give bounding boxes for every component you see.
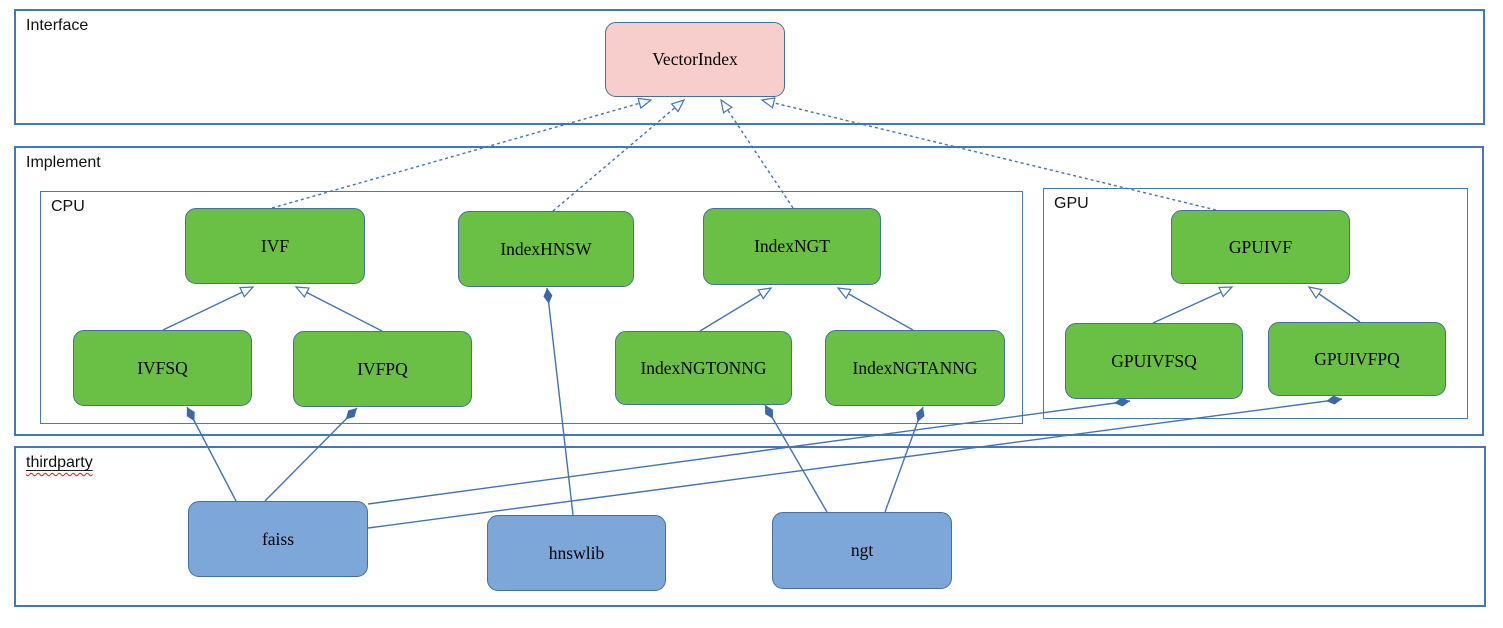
node-hnswlib[interactable]: hnswlib [487, 515, 666, 591]
spellcheck-squiggle-text: thirdparty [26, 454, 93, 471]
node-indexngtanng-label: IndexNGTANNG [852, 357, 978, 378]
node-indexngt[interactable]: IndexNGT [703, 208, 881, 285]
node-ivfpq[interactable]: IVFPQ [293, 331, 472, 407]
node-vectorindex[interactable]: VectorIndex [605, 22, 785, 97]
node-gpuivf[interactable]: GPUIVF [1171, 210, 1350, 284]
node-indexngtonng[interactable]: IndexNGTONNG [615, 331, 792, 405]
container-implement-label: Implement [26, 154, 101, 171]
node-ivfsq[interactable]: IVFSQ [73, 330, 252, 406]
node-indexhnsw[interactable]: IndexHNSW [458, 211, 634, 287]
node-vectorindex-label: VectorIndex [652, 49, 738, 69]
node-indexngtanng[interactable]: IndexNGTANNG [825, 330, 1005, 406]
node-ivfpq-label: IVFPQ [357, 358, 408, 379]
node-gpuivfpq[interactable]: GPUIVFPQ [1268, 322, 1446, 396]
node-ngt-label: ngt [850, 540, 874, 560]
node-indexngt-label: IndexNGT [754, 236, 830, 256]
node-ivfsq-label: IVFSQ [137, 357, 188, 378]
node-hnswlib-label: hnswlib [548, 542, 605, 563]
node-ivf-label: IVF [260, 235, 290, 256]
node-gpuivfsq[interactable]: GPUIVFSQ [1065, 323, 1243, 399]
container-cpu-label: CPU [51, 198, 85, 215]
node-gpuivf-label: GPUIVF [1228, 236, 1293, 257]
node-indexngtonng-label: IndexNGTONNG [640, 357, 767, 378]
node-gpuivfpq-label: GPUIVFPQ [1314, 348, 1400, 369]
node-gpuivfsq-label: GPUIVFSQ [1111, 350, 1197, 371]
container-interface-label: Interface [26, 17, 89, 34]
node-faiss[interactable]: faiss [188, 501, 368, 577]
node-ivf[interactable]: IVF [185, 208, 365, 284]
node-ngt[interactable]: ngt [772, 512, 952, 589]
container-thirdparty-label: thirdparty [26, 454, 93, 472]
container-gpu-label: GPU [1054, 195, 1089, 212]
node-faiss-label: faiss [261, 528, 295, 549]
node-indexhnsw-label: IndexHNSW [500, 238, 592, 259]
